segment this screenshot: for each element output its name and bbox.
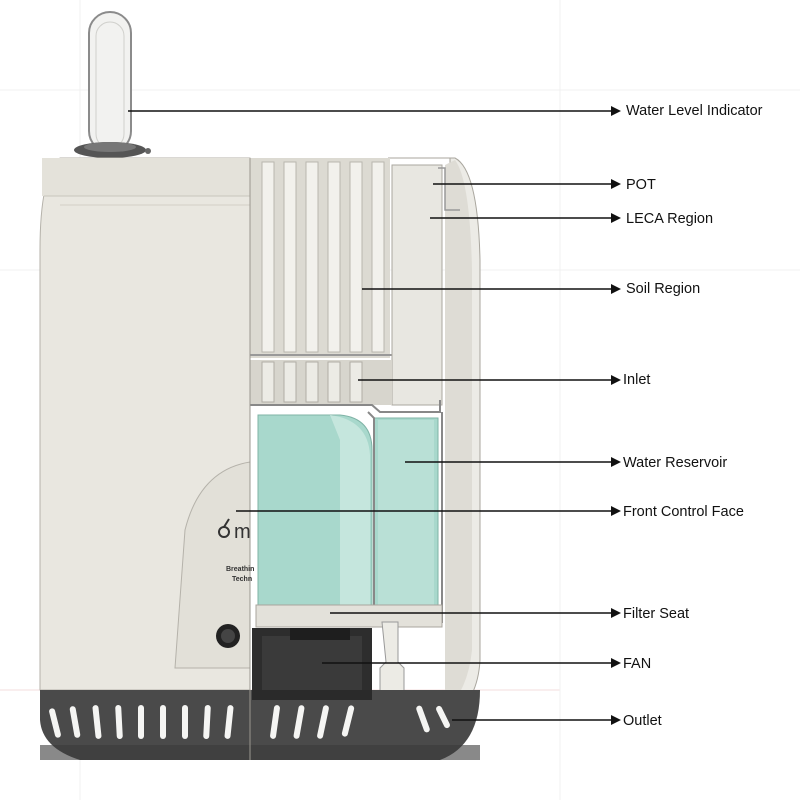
arrowhead-pot bbox=[611, 179, 621, 189]
leca-channel bbox=[391, 164, 443, 406]
arrowhead-front-control-face bbox=[611, 506, 621, 516]
label-pot: POT bbox=[626, 177, 656, 193]
label-leca-region: LECA Region bbox=[626, 211, 714, 227]
logo-letter: m bbox=[234, 521, 251, 543]
arrowhead-outlet bbox=[611, 715, 621, 725]
label-water-level-indicator: Water Level Indicator bbox=[626, 103, 763, 119]
arrowhead-leca-region bbox=[611, 213, 621, 223]
logo-mark bbox=[218, 518, 230, 538]
label-water-reservoir: Water Reservoir bbox=[623, 455, 728, 471]
label-inlet: Inlet bbox=[623, 372, 651, 388]
arrowhead-inlet bbox=[611, 375, 621, 385]
label-soil-region: Soil Region bbox=[626, 281, 701, 297]
tagline-line-2: Techn bbox=[232, 576, 253, 583]
label-fan: FAN bbox=[623, 656, 652, 672]
base-vents bbox=[49, 705, 450, 739]
arrowhead-fan bbox=[611, 658, 621, 668]
top-band bbox=[42, 158, 250, 196]
tagline-line-1: Breathin bbox=[226, 566, 255, 573]
arrowhead-water-reservoir bbox=[611, 457, 621, 467]
water-level-indicator-tube bbox=[74, 11, 151, 158]
label-filter-seat: Filter Seat bbox=[623, 606, 690, 622]
arrowhead-soil-region bbox=[611, 284, 621, 294]
soil-ribs bbox=[261, 161, 385, 353]
vented-base bbox=[40, 690, 480, 760]
arrowhead-water-level-indicator bbox=[611, 106, 621, 116]
label-outlet: Outlet bbox=[623, 713, 662, 729]
label-front-control-face: Front Control Face bbox=[623, 504, 744, 520]
leader-lines bbox=[128, 106, 621, 725]
front-control-face-panel bbox=[174, 461, 251, 669]
arrowhead-filter-seat bbox=[611, 608, 621, 618]
filter-seat-plate bbox=[255, 604, 443, 628]
